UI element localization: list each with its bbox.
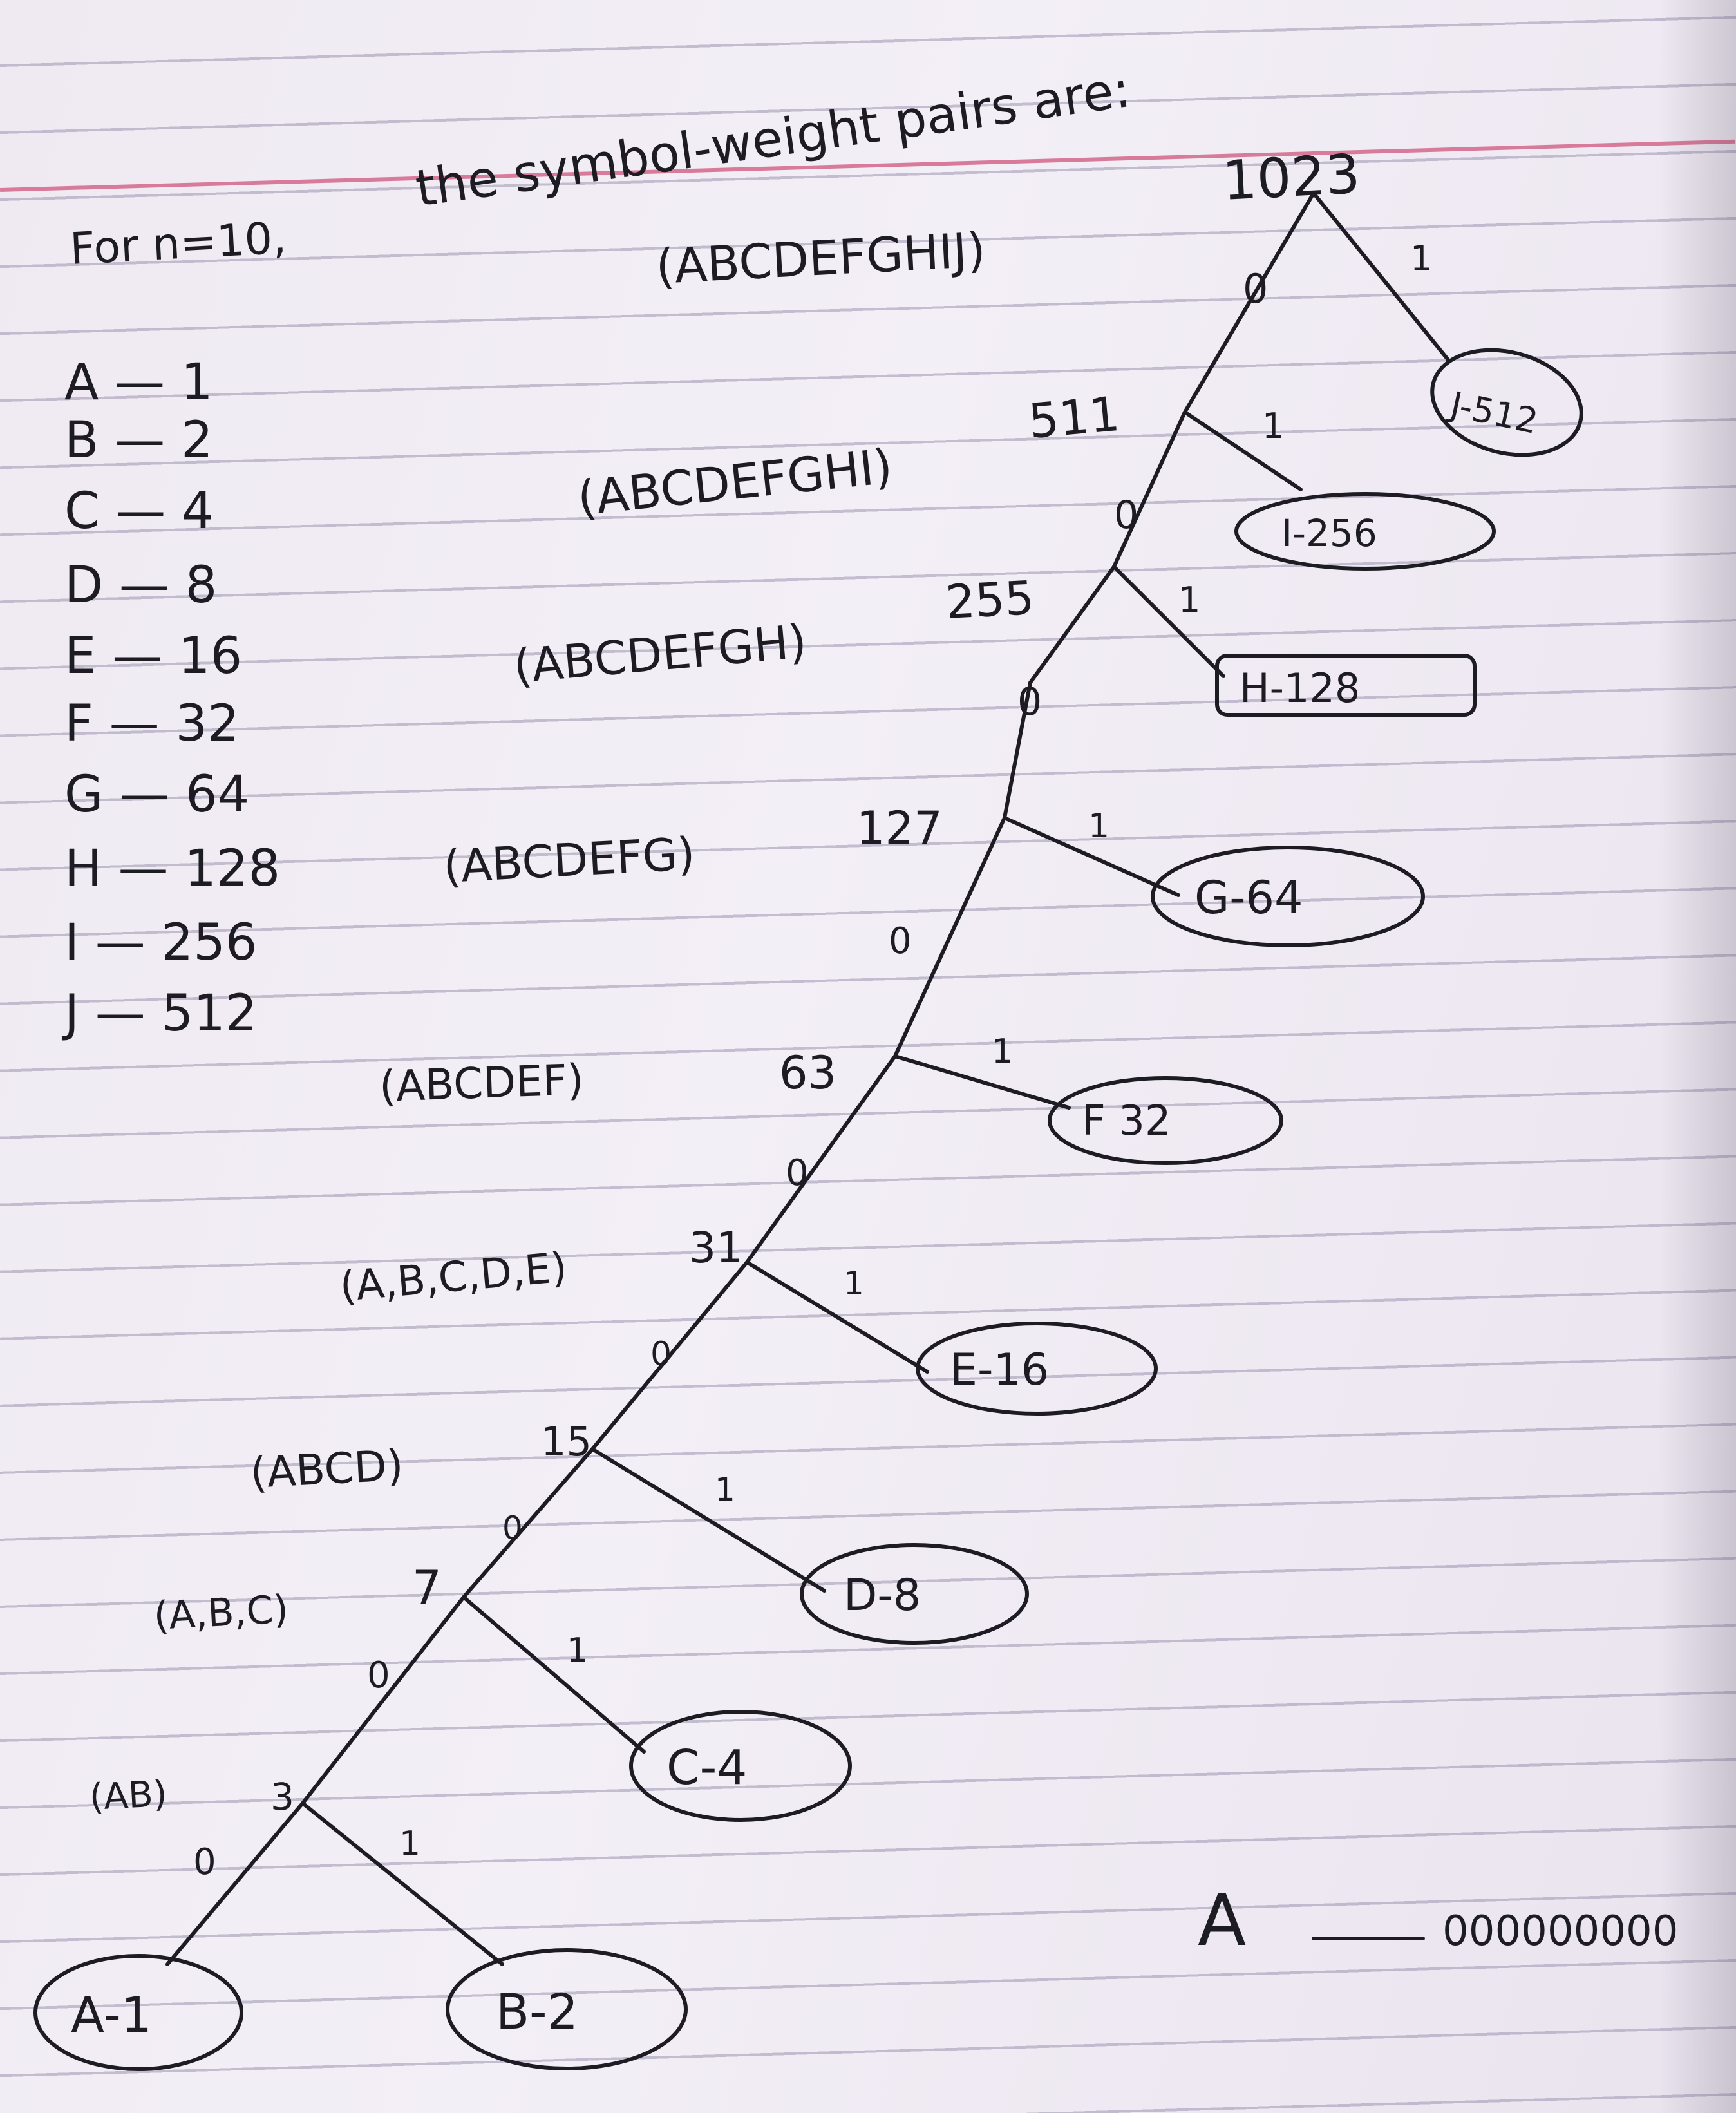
weight-row-i: I — 256 <box>64 914 258 972</box>
edge-to-b <box>301 1801 504 1966</box>
leaf-g-oval <box>1151 846 1425 947</box>
leaf-c: C-4 <box>629 1710 852 1822</box>
leaf-e: E-16 <box>916 1322 1158 1416</box>
bit-0-511: 0 <box>1114 493 1138 538</box>
edge-to-d <box>590 1447 826 1593</box>
leaf-j-oval <box>1430 348 1583 457</box>
node-255-set: (ABCDEFGH) <box>511 614 809 694</box>
leaf-d-oval <box>800 1543 1029 1645</box>
leaf-f-label: F 32 <box>1082 1097 1171 1145</box>
node-7-weight: 7 <box>412 1560 442 1615</box>
edge-to-g <box>1003 816 1180 897</box>
node-63-weight: 63 <box>779 1047 836 1099</box>
leaf-b: B-2 <box>446 1948 688 2070</box>
edge-to-f <box>893 1054 1071 1110</box>
bit-0-31: 0 <box>650 1335 672 1374</box>
edge-bit-labels: 0 1 0 1 0 1 0 1 0 1 0 1 0 1 0 1 0 1 <box>193 238 1432 1883</box>
node-3-set: (AB) <box>88 1773 168 1819</box>
edge-to-e <box>745 1260 929 1374</box>
leaf-g: G-64 <box>1151 846 1425 947</box>
weight-row-b: B — 2 <box>64 412 213 469</box>
weight-row-g: G — 64 <box>64 766 249 824</box>
node-63-set: (ABCDEF) <box>379 1055 585 1112</box>
node-3-weight: 3 <box>270 1775 294 1819</box>
leaf-i: I-256 <box>1234 492 1496 571</box>
node-511-set: (ABCDEFGHI) <box>575 439 895 527</box>
leaf-e-label: E-16 <box>950 1345 1049 1396</box>
leaf-d-label: D-8 <box>844 1570 921 1621</box>
node-31-weight: 31 <box>689 1223 743 1273</box>
node-127-set: (ABCDEFG) <box>442 828 697 893</box>
leaf-h-label: H-128 <box>1240 665 1360 712</box>
page-shadow <box>1659 0 1736 2113</box>
node-1023-set: (ABCDEFGHIJ) <box>654 222 986 295</box>
leaf-b-oval <box>446 1948 688 2070</box>
leaf-i-oval <box>1234 492 1496 571</box>
weight-row-j: J — 512 <box>61 985 258 1043</box>
code-value: 000000000 <box>1442 1908 1678 1955</box>
leaf-c-oval <box>629 1710 852 1822</box>
node-15-weight: 15 <box>541 1418 592 1465</box>
leaf-f-oval <box>1048 1076 1283 1165</box>
internal-node-labels: (ABCDEFGHIJ) 1023 (ABCDEFGHI) 511 (ABCDE… <box>88 142 1361 1819</box>
leaf-a-oval <box>33 1954 243 2071</box>
node-7-set: (A,B,C) <box>153 1587 289 1639</box>
bit-0-7: 0 <box>367 1654 390 1696</box>
node-15-set: (ABCD) <box>249 1441 404 1498</box>
leaf-f: F 32 <box>1048 1076 1283 1165</box>
node-127-weight: 127 <box>856 802 943 855</box>
bit-1-255: 1 <box>1178 580 1200 620</box>
node-1023-weight: 1023 <box>1221 142 1362 213</box>
leaf-a: A-1 <box>33 1954 243 2071</box>
weight-row-e: E — 16 <box>64 627 242 685</box>
bit-0-1023: 0 <box>1243 265 1268 312</box>
bit-1-3: 1 <box>399 1824 420 1863</box>
weight-row-d: D — 8 <box>64 556 217 614</box>
bit-1-1023: 1 <box>1410 238 1432 279</box>
weight-row-f: F — 32 <box>64 695 240 753</box>
leaf-c-label: C-4 <box>666 1740 747 1796</box>
leaf-d: D-8 <box>800 1543 1029 1645</box>
code-symbol: A <box>1198 1879 1246 1962</box>
node-511-weight: 511 <box>1026 386 1122 450</box>
bit-0-15: 0 <box>502 1510 523 1547</box>
leaf-h: H-128 <box>1215 654 1477 717</box>
bit-1-31: 1 <box>844 1265 864 1302</box>
heading-text: the symbol-weight pairs are: <box>412 61 1134 218</box>
leaf-g-label: G-64 <box>1194 871 1303 924</box>
weight-row-c: C — 4 <box>64 482 214 540</box>
edge-to-c <box>462 1595 646 1754</box>
bit-0-255: 0 <box>1017 679 1042 725</box>
bit-1-63: 1 <box>992 1032 1013 1071</box>
leaf-i-label: I-256 <box>1281 511 1377 555</box>
bit-0-3: 0 <box>193 1841 216 1883</box>
bit-0-63: 0 <box>786 1152 809 1194</box>
weight-row-a: A — 1 <box>64 354 213 412</box>
weights-list: A — 1 B — 2 C — 4 D — 8 E — 16 F — 32 G … <box>61 354 280 1043</box>
weight-row-h: H — 128 <box>64 840 280 898</box>
edge-to-j <box>1312 191 1451 363</box>
edge-to-i <box>1183 410 1303 491</box>
leaf-b-label: B-2 <box>496 1983 578 2040</box>
edge-to-h <box>1112 565 1225 678</box>
bit-1-127: 1 <box>1088 807 1109 846</box>
leaf-h-box <box>1215 654 1477 717</box>
code-result: A 000000000 <box>1198 1879 1678 1962</box>
bit-1-15: 1 <box>715 1471 735 1508</box>
node-31-set: (A,B,C,D,E) <box>338 1244 569 1311</box>
bit-1-7: 1 <box>567 1631 588 1670</box>
node-255-weight: 255 <box>944 571 1035 629</box>
leaf-a-label: A-1 <box>71 1986 152 2043</box>
heading-intro: For n=10, <box>69 213 288 274</box>
bit-0-127: 0 <box>889 920 912 962</box>
leaf-e-oval <box>916 1322 1158 1416</box>
bit-1-511: 1 <box>1262 406 1284 446</box>
